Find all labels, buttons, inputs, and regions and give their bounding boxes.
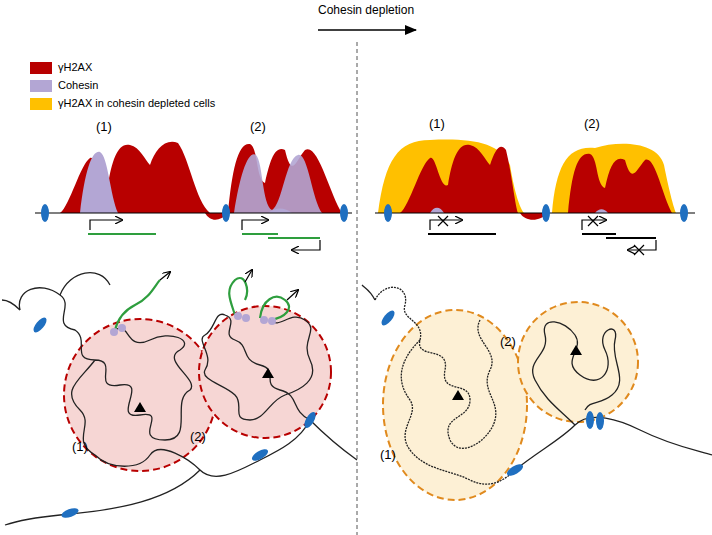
callout-number: (1) (380, 448, 396, 462)
callout-number: (1) (72, 440, 88, 454)
callout-number: (2) (584, 117, 600, 131)
legend-swatch (30, 62, 52, 74)
callout-number: (1) (96, 120, 112, 134)
callout-number: (2) (500, 335, 516, 349)
legend-text: γH2AX (58, 61, 92, 73)
callout-number: (2) (250, 120, 266, 134)
legend-text: γH2AX in cohesin depleted cells (58, 97, 215, 109)
callout-number: (2) (190, 430, 206, 444)
callout-number: (1) (429, 117, 445, 131)
legend-swatch (30, 80, 52, 92)
legend-swatch (30, 98, 52, 110)
legend-text: Cohesin (58, 79, 98, 91)
title: Cohesin depletion (318, 4, 414, 17)
